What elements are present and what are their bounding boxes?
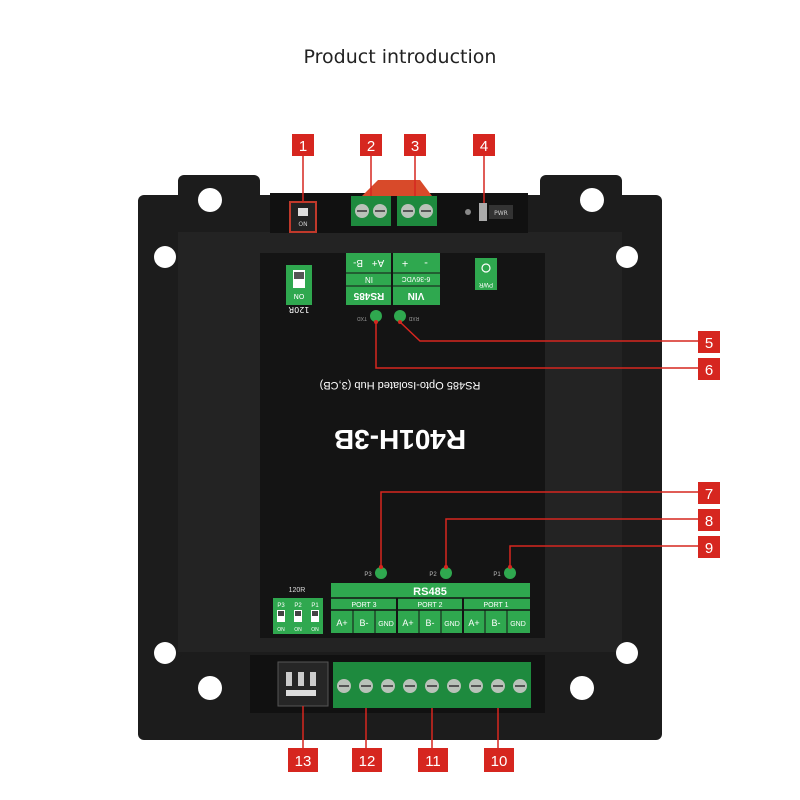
callout-3: 3: [404, 134, 426, 156]
callout-10: 10: [484, 748, 514, 772]
callout-11: 11: [418, 748, 448, 772]
bottom-rs485-label: RS485: [413, 586, 447, 598]
pin-label: B-: [426, 618, 435, 628]
bottom-terminal-port2: [399, 662, 465, 708]
switch-on-label: ON: [294, 292, 305, 300]
svg-text:5: 5: [705, 335, 713, 352]
pin-label: A+: [402, 618, 413, 628]
callout-5: 5: [698, 331, 720, 353]
dip-name: P1: [311, 603, 319, 609]
txd-rxd-leds: TXD RXD: [357, 310, 419, 322]
bottom-rs485-label-block: RS485 PORT 3 PORT 2 PORT 1 A+ B- GND A+ …: [331, 583, 530, 633]
svg-text:12: 12: [359, 753, 376, 770]
panel-pwr-label: PWR: [475, 258, 497, 290]
top-plus-label: +: [402, 257, 408, 269]
leader-dots: [374, 320, 512, 569]
port2-header: PORT 2: [417, 602, 442, 609]
pin-label: A+: [468, 618, 479, 628]
switch-120r-label: 120R: [288, 305, 309, 314]
top-120r-switch: ON: [289, 201, 317, 233]
callout-12: 12: [352, 748, 382, 772]
dip-on-label: ON: [311, 627, 319, 633]
port3-header: PORT 3: [351, 602, 376, 609]
callout-badges: 1 2 3 4 5 6 7 8: [288, 134, 720, 772]
pin-label: GND: [510, 621, 526, 628]
pin-label: GND: [378, 621, 394, 628]
top-a-plus-label: A+: [372, 257, 385, 268]
txd-label: TXD: [357, 315, 367, 321]
top-green-labels: A+ B- - + IN 6-36VDC RS485 VIN: [346, 253, 440, 305]
page-title: Product introduction: [303, 46, 497, 68]
svg-text:6: 6: [705, 362, 713, 379]
pwr-edge-label: PWR: [494, 210, 508, 217]
led-p3-label: P3: [364, 572, 372, 578]
svg-text:8: 8: [705, 513, 713, 530]
top-minus-label: -: [424, 257, 428, 269]
svg-text:3: 3: [411, 138, 419, 155]
port-leds: P3 P2 P1: [364, 567, 516, 579]
bottom-dip-label-block: 120R P3 P2 P1 ON ON ON: [273, 587, 323, 634]
pin-label: B-: [360, 618, 369, 628]
rxd-label: RXD: [408, 315, 419, 321]
dip-name: P3: [277, 603, 285, 609]
pwr-label: PWR: [478, 281, 493, 287]
bottom-terminal-port1: [465, 662, 531, 708]
callout-4: 4: [473, 134, 495, 156]
svg-text:7: 7: [705, 486, 713, 503]
bottom-terminal-port3: [333, 662, 399, 708]
callout-7: 7: [698, 482, 720, 504]
callout-13: 13: [288, 748, 318, 772]
svg-text:2: 2: [367, 138, 375, 155]
callout-2: 2: [360, 134, 382, 156]
leader-lines: [302, 155, 698, 748]
svg-text:11: 11: [425, 753, 441, 770]
callout-6: 6: [698, 358, 720, 380]
pin-label: A+: [336, 618, 347, 628]
pin-labels: A+ B- GND A+ B- GND A+ B- GND: [336, 618, 525, 628]
device-subtitle: RS485 Opto-Isolated Hub (3,CB): [320, 379, 481, 391]
callout-9: 9: [698, 536, 720, 558]
panel-120r-switch: ON 120R: [286, 265, 312, 314]
pin-label: B-: [492, 618, 501, 628]
led-p1-label: P1: [493, 572, 501, 578]
svg-text:1: 1: [299, 138, 307, 155]
top-in-label: IN: [365, 275, 373, 284]
dip-on-label: ON: [277, 627, 285, 633]
pin-label: GND: [444, 621, 460, 628]
top-voltage-label: 6-36VDC: [402, 275, 431, 282]
pwr-led-edge: PWR: [465, 203, 513, 221]
top-terminal-rs485: [351, 196, 391, 226]
top-terminal-vin: [397, 196, 437, 226]
dip-title: 120R: [289, 587, 306, 594]
callout-8: 8: [698, 509, 720, 531]
svg-text:13: 13: [295, 753, 312, 770]
switch-edge-label: ON: [298, 221, 307, 228]
dip-name: P2: [294, 603, 302, 609]
bottom-edge-dip-switch: [277, 661, 329, 707]
top-b-minus-label: B-: [353, 257, 363, 268]
device-model: R401H-3B: [334, 424, 466, 455]
svg-text:9: 9: [705, 540, 713, 557]
top-vin-label: VIN: [408, 290, 425, 301]
svg-text:10: 10: [491, 753, 508, 770]
led-p2-label: P2: [429, 572, 437, 578]
power-cable: [362, 180, 432, 196]
top-rs485-label: RS485: [353, 290, 384, 301]
port1-header: PORT 1: [483, 602, 508, 609]
dip-on-label: ON: [294, 627, 302, 633]
callout-1: 1: [292, 134, 314, 156]
mounting-holes: [154, 188, 638, 700]
svg-text:4: 4: [480, 138, 488, 155]
